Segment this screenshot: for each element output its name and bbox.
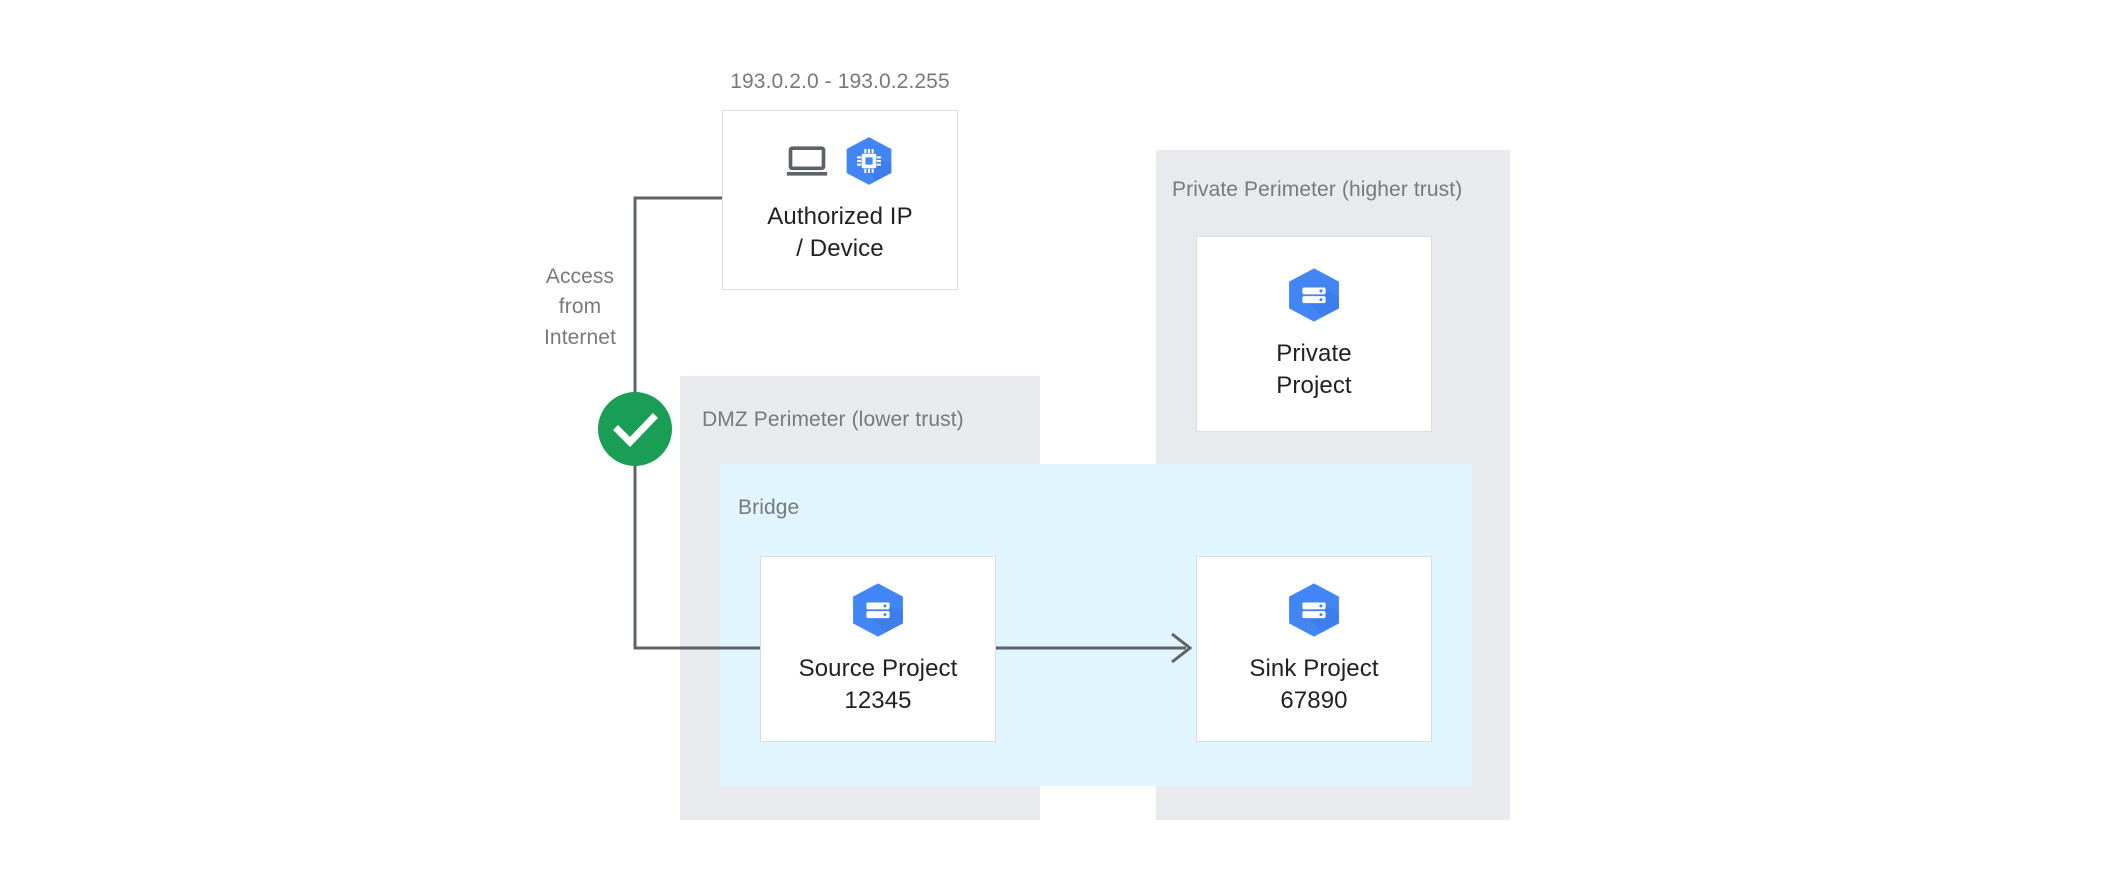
- node-icon-group: [1285, 581, 1343, 639]
- node-icon-group: [785, 135, 895, 187]
- compute-chip-hexagon-icon: [846, 136, 892, 185]
- private-perimeter-label: Private Perimeter (higher trust): [1172, 178, 1463, 201]
- laptop-icon: [786, 146, 828, 176]
- node-label: Source Project 12345: [798, 654, 958, 714]
- node-sink-project[interactable]: Sink Project 67890: [1196, 556, 1432, 742]
- bridge-label: Bridge: [738, 496, 800, 519]
- dmz-perimeter-label: DMZ Perimeter (lower trust): [702, 408, 964, 431]
- project-hexagon-icon: [1289, 583, 1339, 637]
- node-label: Private Project: [1276, 339, 1352, 399]
- access-from-internet-label: Access from Internet: [543, 265, 616, 349]
- node-authorized-ip[interactable]: Authorized IP / Device: [722, 110, 958, 290]
- node-label: Authorized IP / Device: [767, 202, 913, 262]
- node-source-project[interactable]: Source Project 12345: [760, 556, 996, 742]
- project-hexagon-icon: [1289, 268, 1339, 322]
- project-hexagon-icon: [853, 583, 903, 637]
- ip-range-label: 193.0.2.0 - 193.0.2.255: [730, 70, 950, 93]
- access-allowed-check-icon: [598, 392, 672, 466]
- node-label: Sink Project 67890: [1249, 654, 1379, 714]
- node-icon-group: [849, 581, 907, 639]
- node-icon-group: [1285, 266, 1343, 324]
- node-private-project[interactable]: Private Project: [1196, 236, 1432, 432]
